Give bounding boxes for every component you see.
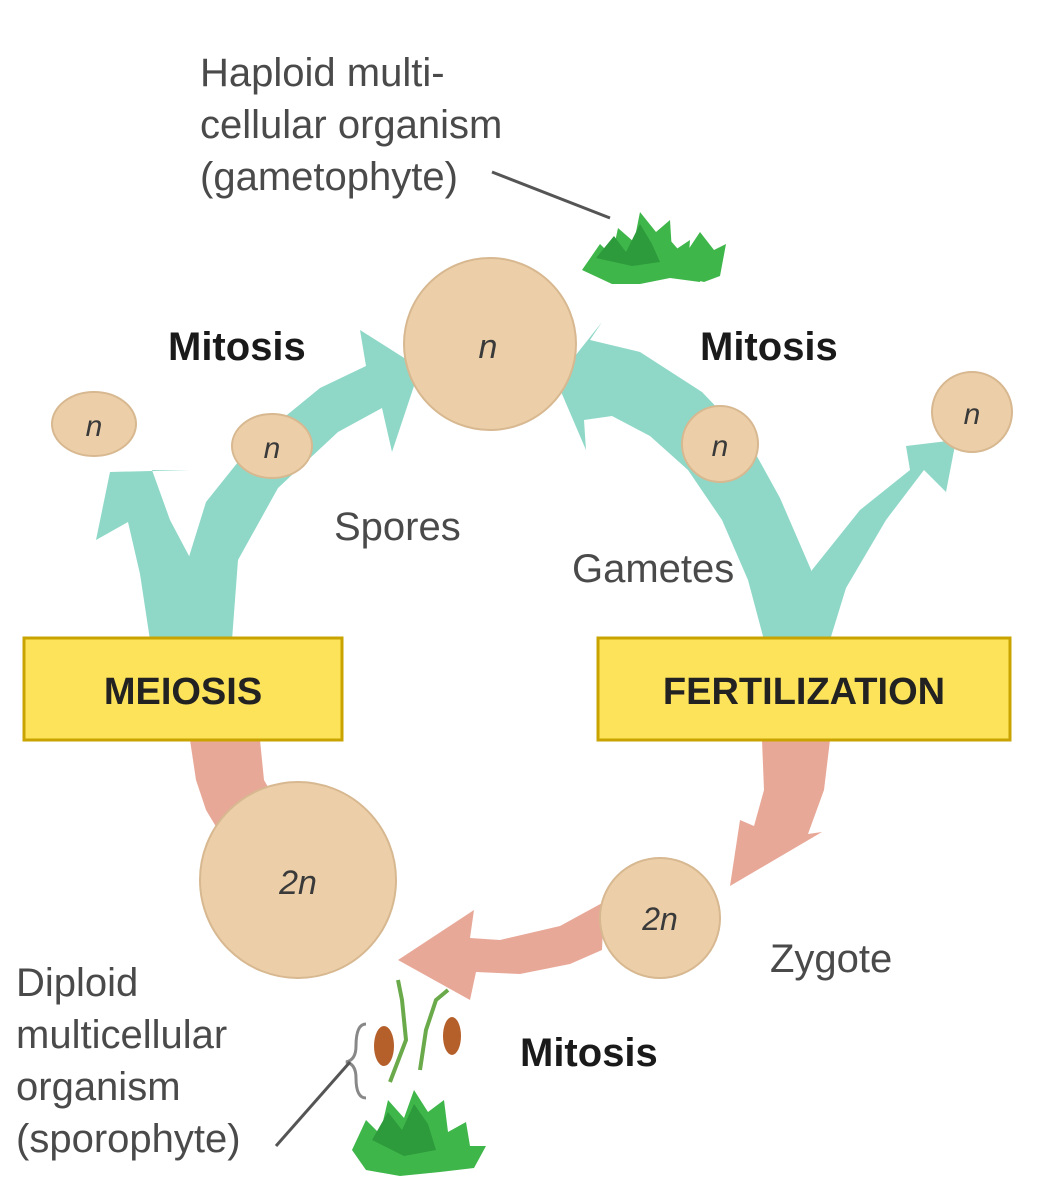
gamete-merge-arrow	[796, 440, 956, 640]
sporophyte-bracket	[345, 1022, 367, 1100]
meiosis-label: MEIOSIS	[104, 671, 262, 713]
capsule-left	[374, 1026, 394, 1066]
meiosis-box: MEIOSIS	[22, 636, 344, 742]
mitosis-right-arrow	[556, 322, 830, 640]
gametes-label: Gametes	[572, 547, 734, 591]
gametophyte-plant-icon	[582, 212, 726, 284]
gametophyte-pointer-line	[491, 170, 611, 220]
spore-inner-ploidy: n	[264, 432, 281, 465]
cells	[51, 257, 1013, 979]
sporophyte-pointer-line	[274, 1061, 352, 1147]
diploid-label-line-4: (sporophyte)	[16, 1117, 241, 1161]
mitosis-bottom-arrow	[398, 902, 604, 1000]
zygote-ploidy: 2n	[641, 901, 678, 937]
diploid-organism-label: Diploid multicellular organism (sporophy…	[16, 961, 241, 1161]
fertilization-label: FERTILIZATION	[663, 671, 945, 713]
spores-label: Spores	[334, 505, 461, 549]
zygote-cell	[599, 857, 721, 979]
spore-inner-cell	[231, 413, 313, 479]
spore-outer-cell	[51, 391, 137, 457]
mitosis-left-label: Mitosis	[168, 325, 306, 369]
sporophyte-cell	[199, 781, 397, 979]
haploid-main-cell	[403, 257, 577, 431]
haploid-label-line-1: Haploid multi-	[200, 51, 445, 95]
gamete-outer-ploidy: n	[964, 398, 981, 431]
haploid-phase-arrows	[96, 322, 956, 640]
spore-branch-arrow	[96, 470, 206, 640]
fertilization-box: FERTILIZATION	[596, 636, 1012, 742]
mitosis-bottom-label: Mitosis	[520, 1031, 658, 1075]
gamete-inner-ploidy: n	[712, 430, 729, 463]
haploid-organism-label: Haploid multi- cellular organism (gameto…	[200, 51, 513, 199]
haploid-label-line-3: (gametophyte)	[200, 155, 458, 199]
zygote-label: Zygote	[770, 937, 892, 981]
diploid-label-line-3: organism	[16, 1065, 181, 1109]
sporophyte-plant-icon	[352, 979, 486, 1176]
diploid-label-line-1: Diploid	[16, 961, 138, 1005]
capsule-right	[443, 1017, 461, 1055]
spore-outer-ploidy: n	[86, 410, 103, 443]
mitosis-left-arrow	[150, 330, 420, 640]
diploid-label-line-2: multicellular	[16, 1013, 227, 1057]
sporophyte-ploidy: 2n	[278, 864, 317, 902]
haploid-label-line-2: cellular organism	[200, 103, 502, 147]
gamete-outer-cell	[931, 371, 1013, 453]
haploid-main-ploidy: n	[479, 328, 498, 366]
mitosis-right-label: Mitosis	[700, 325, 838, 369]
gamete-inner-cell	[681, 405, 759, 483]
zygote-arrow	[730, 740, 830, 886]
